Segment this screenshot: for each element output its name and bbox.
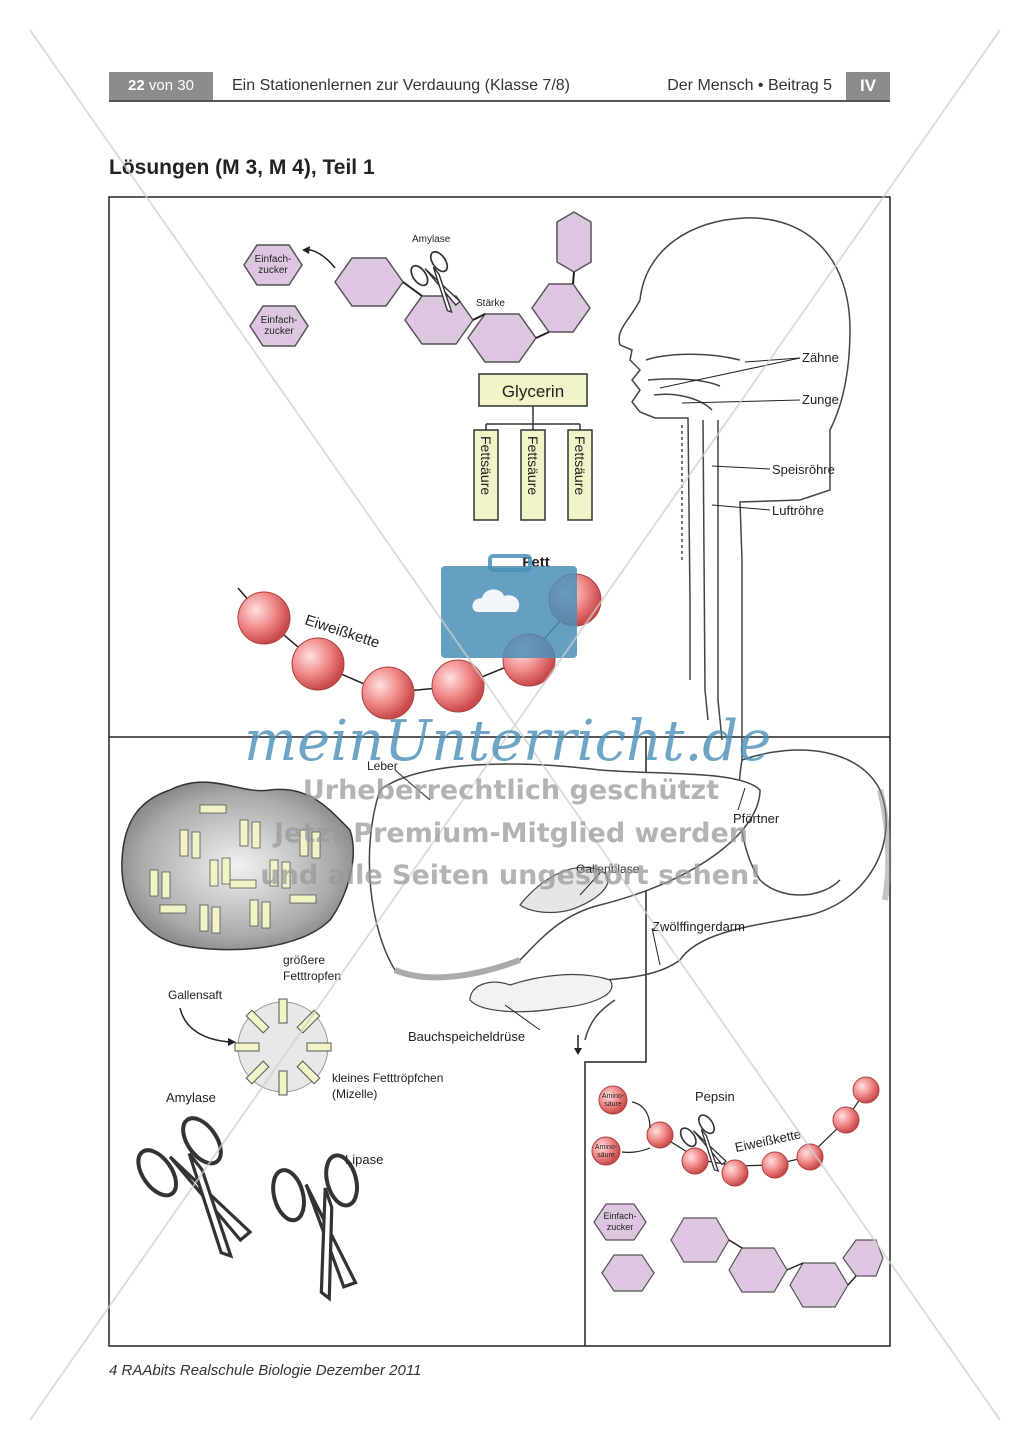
fettsaeure-label-1: Fettsäure <box>478 436 494 495</box>
label-aminosaeure-2-line2: säure <box>597 1152 615 1159</box>
protein-bead <box>721 1159 749 1187</box>
label-luftroehre: Luftröhre <box>772 503 824 518</box>
header-series: Der Mensch • Beitrag 5 <box>667 77 832 94</box>
header-rule <box>109 100 890 102</box>
aminosaeure-arrow-2 <box>621 1147 651 1153</box>
watermark: meinUnterricht.de Urheberrechtlich gesch… <box>29 29 1001 1421</box>
starch-hexagon <box>670 1217 730 1263</box>
label-zaehne: Zähne <box>802 350 839 365</box>
protein-bead <box>646 1121 674 1149</box>
gallensaft-arrowhead <box>228 1038 236 1046</box>
fettsaeure-bar <box>473 429 499 521</box>
starch-links <box>402 271 575 339</box>
starch-hexagon <box>556 211 592 273</box>
mizelle-drawing <box>234 998 332 1096</box>
protein-bead <box>761 1151 789 1179</box>
gallensaft-arrow <box>179 1007 231 1043</box>
label-kleines-line1: kleines Fetttröpfchen <box>332 1071 443 1085</box>
page-header: 22 von 30 Ein Stationenlernen zur Verdau… <box>109 72 890 102</box>
liver-drawing <box>368 763 761 1013</box>
starch-hexagon <box>728 1247 788 1293</box>
glycerin-box <box>478 373 588 407</box>
fettsaeure-label-2: Fettsäure <box>525 436 541 495</box>
watermark-line1: Urheberrechtlich geschützt <box>303 775 719 806</box>
label-groessere-line1: größere <box>283 953 325 967</box>
fettsaeure-bar <box>567 429 593 521</box>
fat-droplet-blob <box>121 781 354 951</box>
fettsaeure-bar <box>520 429 546 521</box>
label-einfachzucker-bottom-line2: zucker <box>607 1222 634 1232</box>
starch-hexagon <box>789 1262 849 1308</box>
label-pfoertner: Pförtner <box>733 811 780 826</box>
label-einfachzucker-bottom-line1: Einfach- <box>603 1211 636 1221</box>
label-gallensaft: Gallensaft <box>168 988 223 1002</box>
label-leber: Leber <box>367 759 398 773</box>
starch-hexagon <box>404 295 474 345</box>
page-footer: 4 RAAbits Realschule Biologie Dezember 2… <box>109 1362 422 1379</box>
header-title: Ein Stationenlernen zur Verdauung (Klass… <box>232 77 570 94</box>
protein-bead <box>832 1106 860 1134</box>
fettsaeure-label-3: Fettsäure <box>572 436 588 495</box>
starch-hexagon <box>334 257 404 307</box>
stomach-panel-sugar <box>593 1203 884 1308</box>
starch-chain <box>243 211 592 363</box>
protein-bead <box>291 637 345 691</box>
stomach-panel-protein <box>591 1076 880 1187</box>
section-title: Lösungen (M 3, M 4), Teil 1 <box>109 156 375 179</box>
aminosaeure-arrow <box>631 1101 651 1129</box>
protein-bead <box>852 1076 880 1104</box>
glycerin-label: Glycerin <box>502 382 564 401</box>
einfachzucker-label-2-line2: zucker <box>264 326 294 337</box>
page-current: 22 <box>128 77 145 94</box>
amylase-label-top: Amylase <box>412 234 451 245</box>
stomach-starch-links <box>728 1239 857 1286</box>
protein-bead <box>796 1143 824 1171</box>
amylase-scissors-large-icon <box>131 1112 250 1256</box>
label-eiweisskette-bottom: Eiweißkette <box>734 1126 803 1155</box>
page-number-box: 22 von 30 <box>109 72 213 100</box>
aminosaeure-bead <box>598 1085 628 1115</box>
sugar-hexagon <box>243 244 303 286</box>
sugar-hexagon <box>593 1203 647 1241</box>
label-amylase-bottom: Amylase <box>166 1090 216 1105</box>
sugar-hexagon <box>601 1254 655 1292</box>
watermark-line2: Jetzt Premium-Mitglied werden <box>272 818 748 849</box>
down-arrowhead <box>574 1048 582 1055</box>
label-zwoelffingerdarm: Zwölffingerdarm <box>652 919 745 934</box>
panel-frames <box>108 196 891 1347</box>
label-groessere-line2: Fetttropfen <box>283 969 341 983</box>
label-bauchspeicheldruese: Bauchspeicheldrüse <box>408 1029 525 1044</box>
label-aminosaeure-1-line2: säure <box>604 1101 622 1108</box>
label-aminosaeure-1-line1: Amino- <box>602 1093 625 1100</box>
fat-molecule: Glycerin Fettsäure Fettsäure Fettsäure F… <box>473 373 593 571</box>
page-total: von 30 <box>148 77 194 94</box>
protein-bead <box>361 666 415 720</box>
cloud-icon <box>472 589 520 612</box>
header-roman-numeral: IV <box>846 72 890 100</box>
watermark-brand: meinUnterricht.de <box>244 709 771 774</box>
label-pepsin: Pepsin <box>695 1089 735 1104</box>
starch-hexagon <box>531 283 591 333</box>
label-kleines-line2: (Mizelle) <box>332 1087 377 1101</box>
protein-bead <box>681 1147 709 1175</box>
human-body-outline <box>584 217 892 1041</box>
protein-bead <box>431 659 485 713</box>
einfachzucker-label-2-line1: Einfach- <box>261 315 298 326</box>
watermark-line3: und alle Seiten ungestört sehen! <box>260 860 761 891</box>
sugar-hexagon <box>249 305 309 347</box>
label-lipase: Lipase <box>345 1152 383 1167</box>
einfachzucker-label-1-line1: Einfach- <box>255 254 292 265</box>
sugar-arrowhead <box>302 246 310 254</box>
label-aminosaeure-2-line1: Amino- <box>595 1144 618 1151</box>
protein-bead <box>237 591 291 645</box>
starch-hexagon <box>467 313 537 363</box>
aminosaeure-bead <box>591 1136 621 1166</box>
staerke-label: Stärke <box>476 298 505 309</box>
label-zunge: Zunge <box>802 392 839 407</box>
einfachzucker-label-1-line2: zucker <box>258 265 288 276</box>
label-speiseroehre: Speisröhre <box>772 462 835 477</box>
label-gallenblase: Gallenblase <box>576 862 640 876</box>
